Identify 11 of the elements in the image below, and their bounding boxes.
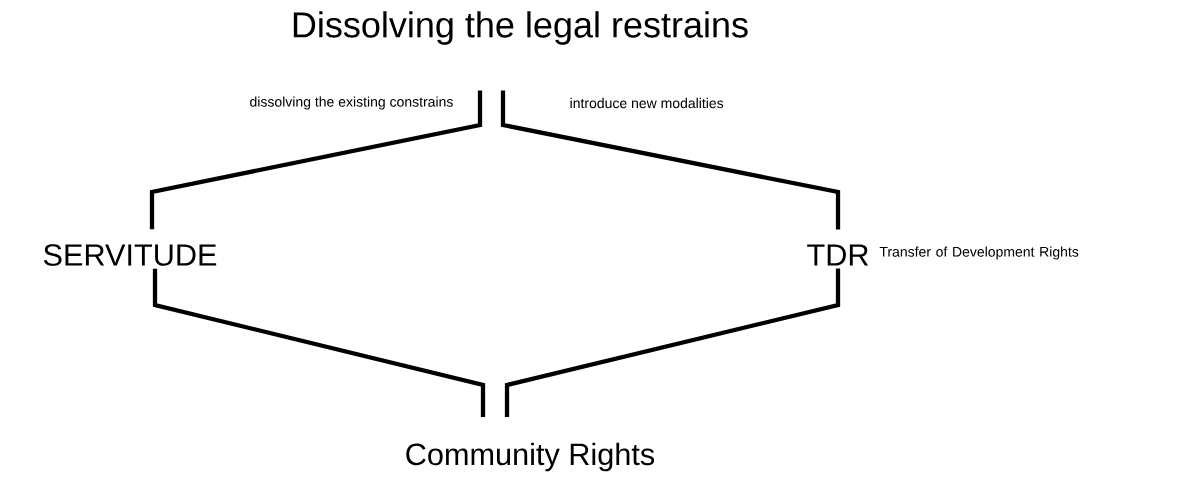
node-label: Dissolving the legal restrains [293, 11, 748, 45]
connector-line [152, 268, 486, 418]
node-label: SERVITUDE [43, 244, 217, 266]
node-label: Community Rights [406, 442, 655, 472]
connector-line [504, 268, 841, 418]
connector-line [149, 90, 483, 230]
node-label: TDR [807, 244, 869, 266]
edge-label: introduce new modalities [568, 96, 726, 110]
connector-line [500, 90, 841, 230]
side-note: Transfer of Development Rights [879, 246, 1079, 260]
edge-label: dissolving the existing constrains [248, 95, 455, 111]
